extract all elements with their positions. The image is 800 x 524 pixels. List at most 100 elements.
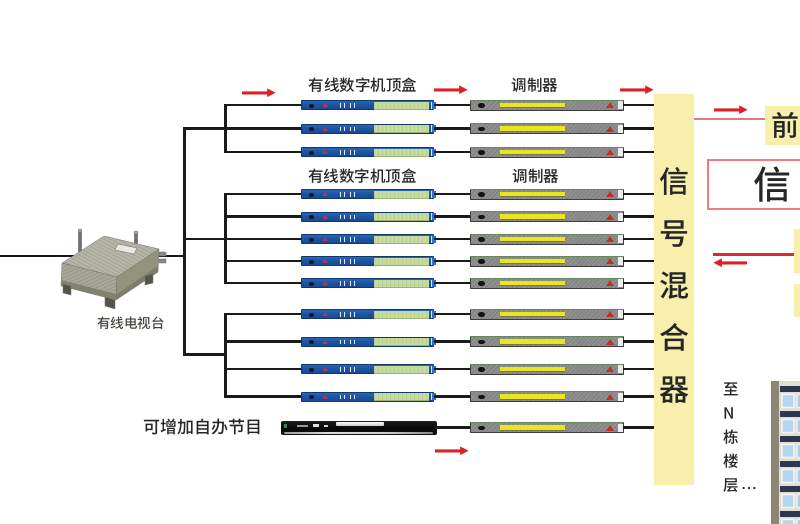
stb-logo-triangle [321,237,328,242]
stb-vent-tick [340,394,342,399]
set-top-box-g3-1 [301,309,436,319]
cable-tv-station-device [60,228,167,310]
stb-vent-tick [354,312,356,317]
stb-end-cap [430,365,436,373]
glyph [324,77,339,92]
modulator-logo-triangle [605,311,614,317]
modulator-logo-triangle [605,393,614,400]
modulator-knob [478,259,485,264]
stb-end-cap [430,338,436,345]
stb-display-panel [373,310,429,319]
stb-logo-triangle [321,126,328,131]
stb-power-led [308,395,314,399]
building-floor [796,418,800,434]
stb-display-panel [373,190,429,199]
modulator-logo-triangle [605,236,614,242]
set-top-box-g1-1 [301,100,436,110]
stb-vent-tick [340,214,342,219]
glyph [512,168,527,183]
stb-vent-tick [344,126,346,131]
flow-arrow-right-2 [433,85,468,94]
modulator-logo-triangle [605,280,614,286]
flow-arrow-right-3 [619,85,654,94]
stb-vent-tick [344,281,346,286]
stb-logo-triangle [321,312,328,317]
modulator-logo-triangle [605,191,614,197]
glyph [385,168,401,183]
modulator-to-mixer-line [622,367,654,371]
stb-to-modulator-line [434,259,470,263]
group3-vertical-line [224,312,227,398]
glyph [355,77,369,92]
modulator-knob [478,192,485,197]
stub-line [225,215,301,218]
modulator-display-strip [499,258,565,264]
modulator-to-mixer-line [622,103,654,107]
stb-end-cap [430,125,436,132]
modulator-g3-2 [469,336,624,347]
modulator-display-strip [499,366,565,372]
stb-vent-tick [340,150,342,155]
glyph [211,418,228,435]
glyph [722,478,738,493]
player-button [297,424,308,427]
building-floor [796,393,800,409]
glyph [247,419,260,435]
stb-vent-tick [344,367,346,372]
modulator-g2-2 [469,211,624,222]
modulator-to-mixer-line [622,127,654,130]
cable-tv-station-label [96,315,165,330]
stb-vent-tick [340,367,342,372]
stb-vent-tick [350,103,352,108]
glyph [96,315,110,329]
stb-display-panel [373,213,429,221]
building-floor [781,518,795,524]
return-line [712,253,800,256]
modulator-knob [478,312,485,317]
modulator-self-program [469,422,624,433]
modulator-end-cap [616,212,623,221]
stb-end-cap [430,101,436,109]
stb-vent-tick [344,237,346,242]
modulator-end-cap [616,148,623,156]
glyph [110,315,124,329]
set-top-box-g3-4 [301,391,436,402]
stb-end-cap [430,257,436,265]
stb-to-modulator-line [434,281,470,285]
glyph [543,168,559,183]
stb-logo-triangle [321,367,328,372]
glyph [143,419,160,435]
modulator-logo-triangle [605,338,614,345]
modulator-display-strip [499,126,565,131]
modulator-to-mixer-line [622,215,654,218]
set-top-box-g2-1 [301,189,436,199]
stb-to-modulator-line [434,367,470,371]
self-program-player-device [281,420,437,435]
set-top-box-g2-2 [301,211,436,222]
glyph [659,167,688,196]
modulator-display-strip [499,311,565,317]
stub-line [225,103,301,107]
stb-power-led [308,312,314,317]
modulator-knob [478,367,485,372]
stb-vent-tick [344,214,346,219]
signal-box-label [753,165,791,203]
glyph [308,77,323,92]
modulator-knob [478,126,485,131]
modulator-end-cap [616,124,623,133]
modulator-end-cap [616,310,623,318]
modulator-to-mixer-line [622,395,654,398]
modulator-knob [478,425,485,430]
stb-end-cap [430,190,436,198]
modulator-knob [478,103,485,108]
stub-line [225,367,301,371]
stb-display-panel [373,125,429,133]
set-top-box-g1-3 [301,147,436,157]
stb-vent-tick [354,150,356,155]
stb-end-cap [430,279,436,287]
player-to-modulator-line [435,426,470,429]
stb-display-panel [373,235,429,244]
modulator-g1-3 [469,146,624,158]
modulator-end-cap [616,423,623,432]
